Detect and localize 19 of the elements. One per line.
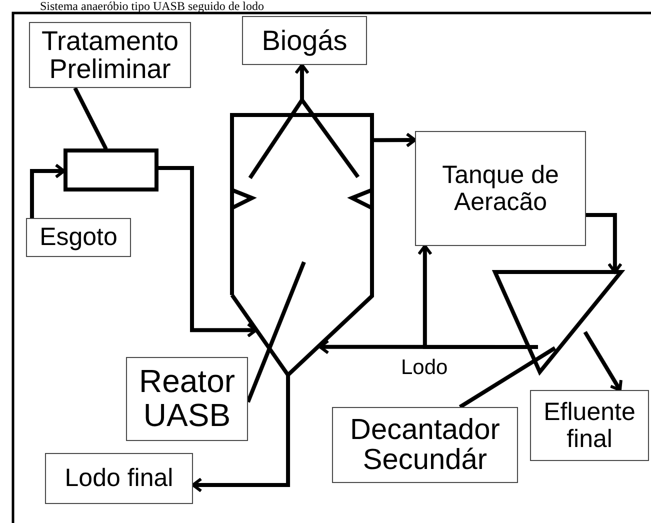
- label-box: Tanque de Aeracão: [415, 131, 586, 246]
- label-box: Esgoto: [26, 218, 131, 257]
- flow-arrow: [294, 64, 310, 100]
- flow-arrow: [372, 132, 416, 148]
- flow-arrow: [192, 375, 290, 492]
- flow-arrow: [158, 166, 258, 338]
- label-box: Biogás: [242, 16, 367, 65]
- leader-line: [458, 346, 556, 409]
- figure-title: Sistema anaeróbio tipo UASB seguido de lodo: [40, 0, 264, 13]
- label-box: Efluente final: [530, 390, 649, 461]
- leader-line: [73, 87, 108, 150]
- label-box: Decantador Secundár: [332, 407, 518, 483]
- flow-arrow: [30, 164, 66, 218]
- label-box: Reator UASB: [126, 357, 248, 441]
- label-box: Tratamento Preliminar: [29, 22, 191, 88]
- leader-line: [246, 261, 306, 403]
- flow-arrow: [583, 330, 622, 392]
- label-box: Lodo final: [45, 453, 193, 504]
- flow-arrow: [417, 244, 538, 349]
